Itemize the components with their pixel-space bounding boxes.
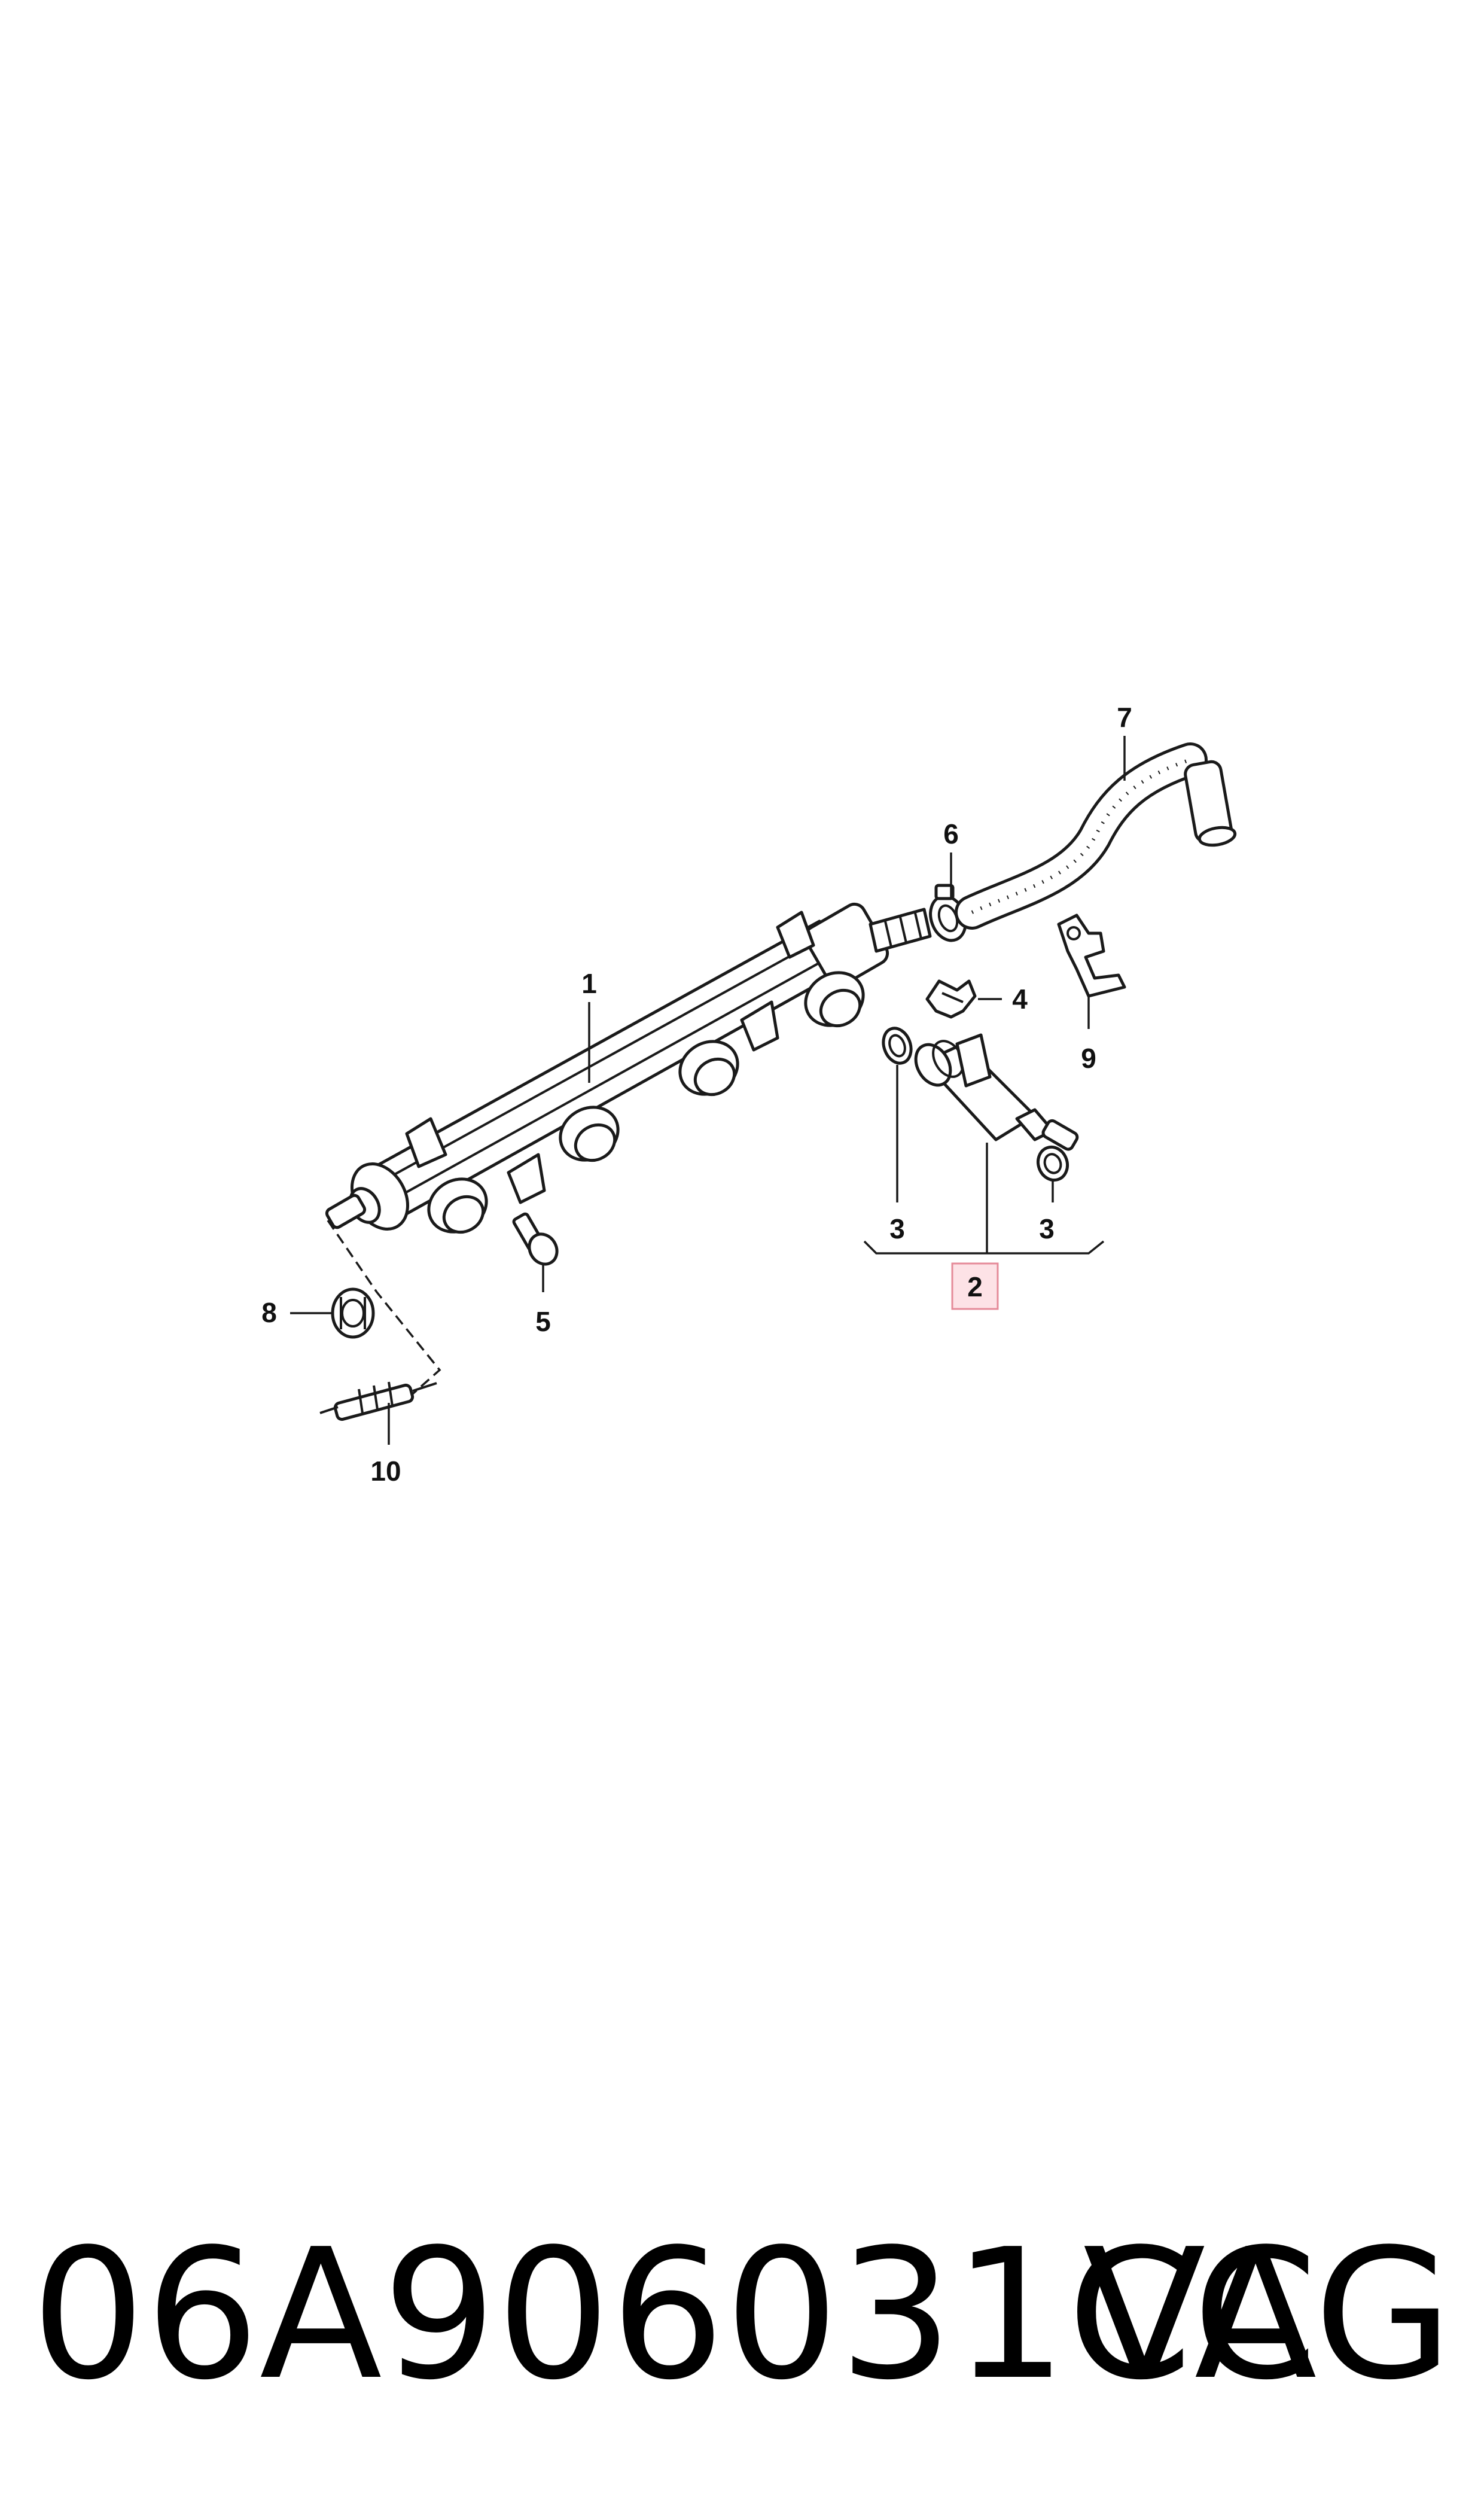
fuel-hose — [955, 742, 1237, 930]
assembly-dash-line — [327, 1220, 441, 1395]
fuel-rail — [325, 902, 932, 1234]
callout-6[interactable]: 6 — [943, 818, 959, 850]
o-ring-lower — [1036, 1145, 1069, 1182]
callout-2-highlighted[interactable]: 2 — [951, 1262, 999, 1310]
hose-bracket — [1057, 914, 1126, 998]
callout-3-right[interactable]: 3 — [1039, 1213, 1055, 1244]
retaining-clip — [925, 979, 977, 1019]
o-ring-upper — [882, 1027, 913, 1065]
schrader-valve — [319, 1381, 437, 1421]
callout-9[interactable]: 9 — [1081, 1043, 1096, 1074]
brand-name: VAG — [1083, 2211, 1453, 2419]
leader-lines — [290, 736, 1126, 1445]
part-footer: 06A906031CC VAG — [0, 2225, 1484, 2405]
mounting-bolt — [512, 1212, 559, 1266]
callout-8[interactable]: 8 — [261, 1297, 277, 1328]
callout-2-highlight-box — [951, 1262, 999, 1310]
fuel-injector — [914, 1033, 1079, 1151]
callout-2[interactable]: 2 — [967, 1271, 983, 1302]
part-number: 06A906031CC — [31, 2211, 1318, 2419]
callout-labels: 1 6 7 4 9 3 3 5 8 10 — [261, 702, 1132, 1487]
callout-5[interactable]: 5 — [535, 1306, 551, 1337]
callout-10[interactable]: 10 — [370, 1456, 401, 1487]
callout-4[interactable]: 4 — [1012, 984, 1028, 1015]
valve-cap — [331, 1287, 375, 1339]
callout-1[interactable]: 1 — [581, 968, 597, 999]
callout-7[interactable]: 7 — [1117, 702, 1132, 733]
callout-3-left[interactable]: 3 — [889, 1213, 905, 1244]
